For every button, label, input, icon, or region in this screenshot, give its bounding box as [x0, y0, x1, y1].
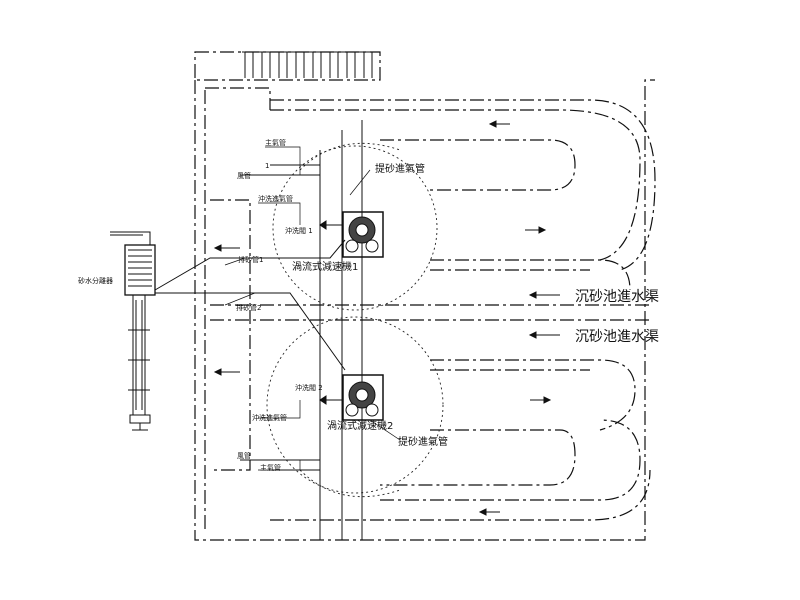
flush-valve-1-label: 沖洗閥 1 [285, 226, 313, 235]
discharge-pipes [154, 239, 346, 371]
flush-pipe-top-label: 沖洗進氣管 [258, 194, 293, 203]
lift-air-pipe-bottom-label: 提砂進氣管 [398, 435, 448, 448]
serpentine-channel [210, 99, 656, 521]
air-pipe-bottom-label: 風管 [237, 451, 251, 460]
vortex-circles [266, 142, 444, 498]
air-pipe-top-label: 風管 [237, 171, 251, 180]
vortex-unit-1 [342, 211, 384, 258]
flow-arrows [213, 120, 560, 516]
lift-air-pipe-top-label: 提砂進氣管 [375, 162, 425, 175]
separator-label: 砂水分離器 [78, 276, 113, 285]
discharge-pipe-2-label: 排砂管2 [236, 303, 261, 312]
grating [242, 51, 378, 78]
air-pipes [240, 164, 343, 471]
main-air-pipe-top-label: 主氣管 [265, 138, 286, 147]
channel-2-label: 沉砂池進水渠 [575, 329, 659, 345]
flush-pipe-bottom-label: 沖洗進氣管 [252, 413, 287, 422]
discharge-pipe-1-label: 排砂管1 [238, 255, 263, 264]
vortex-unit-2 [342, 374, 384, 421]
vortex-2-label: 渦流式減速機2 [327, 419, 393, 432]
marker-1-label: 1 [265, 162, 269, 170]
flush-valve-2-label: 沖洗閥 2 [295, 383, 323, 392]
main-air-pipe-bottom-label: 主氣管 [260, 463, 281, 472]
channel-1-label: 沉砂池進水渠 [575, 289, 659, 305]
vortex-1-label: 渦流式減速機1 [292, 260, 358, 273]
leader-lines [224, 146, 401, 471]
vertical-pipes [210, 120, 363, 540]
separator-unit [110, 231, 156, 431]
outer-boundary [194, 51, 655, 541]
